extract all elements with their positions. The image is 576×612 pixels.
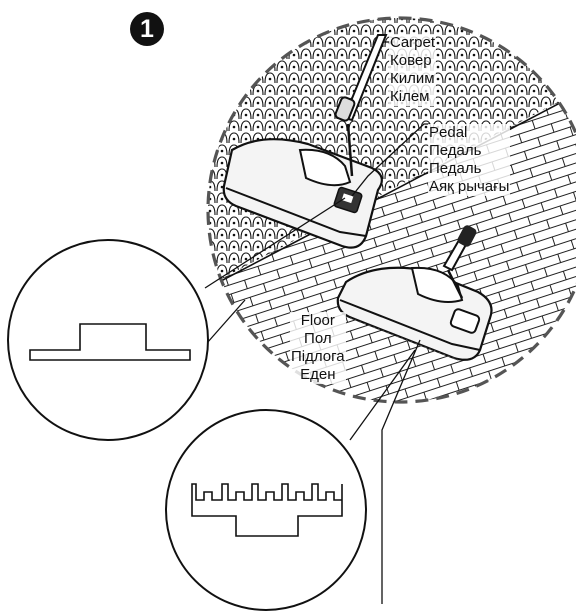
floor-label-kk: Еден bbox=[291, 366, 345, 384]
carpet-detail-circle bbox=[8, 240, 208, 440]
carpet-label-ru: Ковер bbox=[390, 52, 435, 70]
carpet-label-uk: Килим bbox=[390, 70, 435, 88]
pedal-label-uk: Педаль bbox=[429, 160, 509, 178]
carpet-label-kk: Кілем bbox=[390, 88, 435, 106]
pedal-label-group: Pedal Педаль Педаль Аяқ рычағы bbox=[428, 124, 510, 196]
carpet-label-group: Carpet Ковер Килим Кілем bbox=[389, 34, 436, 106]
pedal-label-en: Pedal bbox=[429, 124, 509, 142]
step-number-badge: 1 bbox=[130, 12, 164, 46]
carpet-label-en: Carpet bbox=[390, 34, 435, 52]
floor-detail-circle bbox=[166, 410, 366, 610]
closeup-circle bbox=[200, 10, 576, 410]
pedal-label-ru: Педаль bbox=[429, 142, 509, 160]
floor-label-uk: Підлога bbox=[291, 348, 345, 366]
floor-label-ru: Пол bbox=[291, 330, 345, 348]
pedal-label-kk: Аяқ рычағы bbox=[429, 178, 509, 196]
floor-label-en: Floor bbox=[291, 312, 345, 330]
floor-label-group: Floor Пол Підлога Еден bbox=[290, 312, 346, 384]
